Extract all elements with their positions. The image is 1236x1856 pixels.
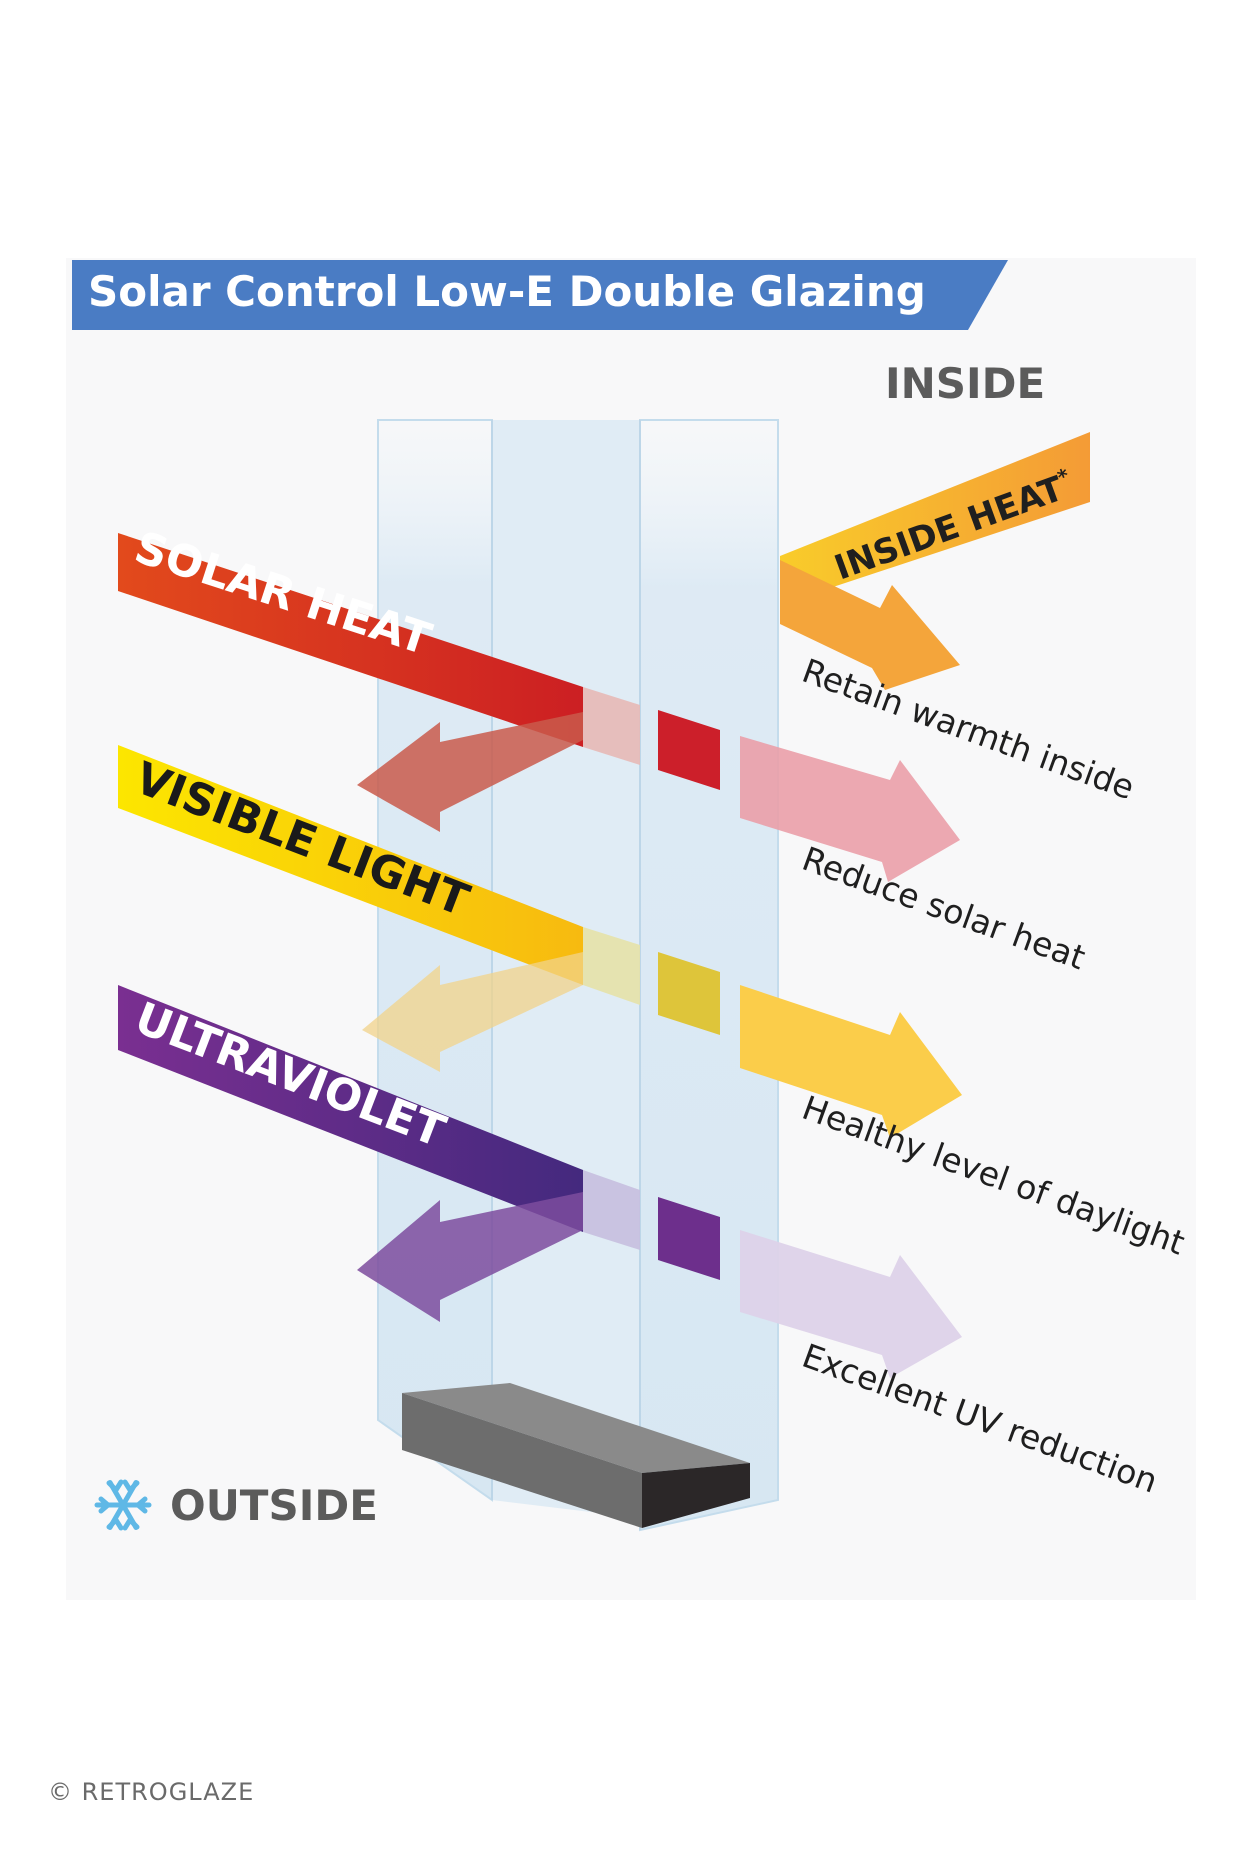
ultraviolet-arrow [118,985,583,1232]
uv-transmit-arrow [740,1230,962,1378]
spacer-bar-front [402,1393,642,1528]
inside-heat-incoming [780,432,1090,588]
uv-through-glass [583,1170,640,1250]
copyright-text: © RETROGLAZE [48,1778,254,1806]
solar-transmit-arrow [740,736,960,882]
solar-in-gap [658,710,720,790]
uv-in-gap [658,1197,720,1280]
visible-light-arrow [118,745,583,985]
visible-reflect-arrow [362,952,583,1072]
spacer-bar-top [402,1383,750,1473]
visible-through-glass [583,927,640,1005]
outer-glass-pane [377,419,493,1502]
visible-transmit-arrow [740,985,962,1138]
outside-label: OUTSIDE [170,1481,378,1530]
title-banner [72,260,1008,330]
inside-label: INSIDE [885,359,1045,408]
solar-heat-arrow [118,533,583,747]
visible-in-gap [658,952,720,1035]
uv-reflect-arrow [357,1192,583,1322]
spacer-bar-dark [642,1463,750,1528]
solar-through-glass [583,687,640,765]
inside-heat-reflect-arrow [780,560,960,690]
snowflake-icon [94,1479,152,1531]
diagram-title: Solar Control Low-E Double Glazing [88,267,926,316]
solar-reflect-arrow [357,712,583,832]
